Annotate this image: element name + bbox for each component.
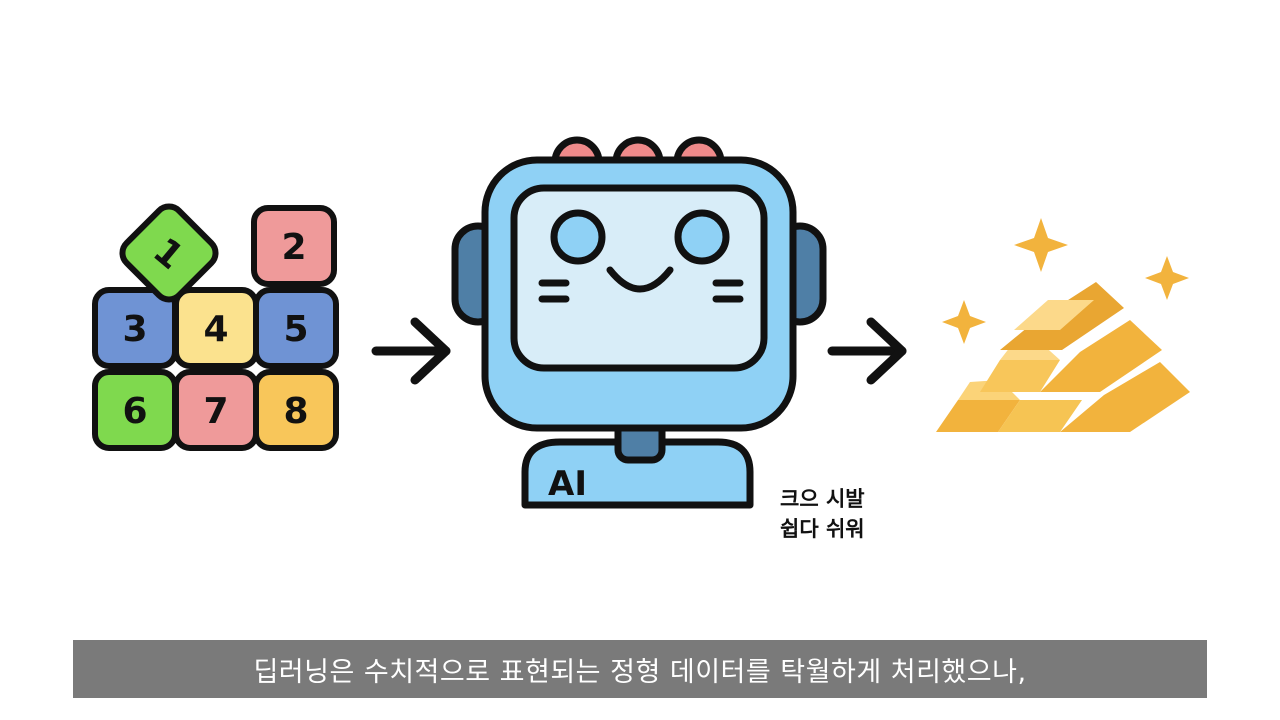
robot-icon: [451, 136, 827, 509]
tile-number-5: 5: [283, 309, 308, 350]
tile-number-8: 8: [283, 391, 308, 432]
tile-5: [253, 287, 339, 369]
robot-ai-label: AI: [548, 464, 587, 504]
arrow-right-icon: [827, 317, 907, 385]
tile-number-2: 2: [281, 227, 306, 268]
side-note-line-2: 쉽다 쉬워: [780, 517, 865, 541]
tile-1: [119, 203, 219, 303]
tile-number-4: 4: [203, 309, 228, 350]
sparkle-icon: [942, 300, 986, 344]
subtitle-bar: 딥러닝은 수치적으로 표현되는 정형 데이터를 탁월하게 처리했으나,: [73, 640, 1207, 698]
tile-number-6: 6: [122, 391, 147, 432]
tile-2: [251, 205, 337, 287]
tile-8: [253, 369, 339, 451]
tile-number-3: 3: [122, 309, 147, 350]
sparkle-icon: [1145, 256, 1189, 300]
number-tiles-icon: [92, 203, 339, 451]
arrow-right-icon: [371, 317, 451, 385]
side-note: 크으 시발 쉽다 쉬워: [780, 484, 865, 544]
gold-bars-icon: [936, 218, 1190, 432]
sparkle-icon: [1014, 218, 1068, 272]
subtitle-text: 딥러닝은 수치적으로 표현되는 정형 데이터를 탁월하게 처리했으나,: [253, 656, 1027, 688]
tile-number-7: 7: [203, 391, 228, 432]
side-note-line-1: 크으 시발: [780, 487, 865, 511]
